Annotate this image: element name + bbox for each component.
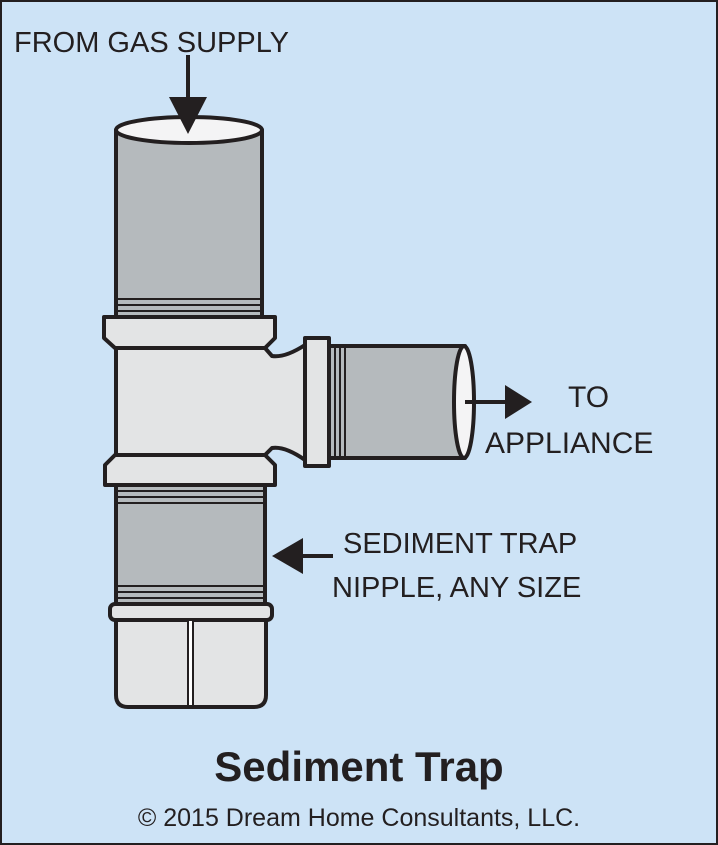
label-sediment-trap: SEDIMENT TRAP [343, 528, 577, 560]
arrow-right-icon [465, 385, 532, 419]
label-to: TO [568, 381, 609, 414]
copyright: © 2015 Dream Home Consultants, LLC. [138, 804, 580, 832]
end-cap [108, 602, 274, 709]
appliance-pipe [327, 344, 476, 460]
upper-collar [102, 315, 277, 350]
label-nipple-any-size: NIPPLE, ANY SIZE [332, 572, 581, 604]
label-appliance: APPLIANCE [485, 427, 653, 460]
diagram-title: Sediment Trap [214, 743, 503, 790]
lower-collar [103, 453, 277, 487]
sediment-trap-nipple [114, 483, 267, 607]
arrow-down-icon [169, 55, 207, 134]
label-from-gas-supply: FROM GAS SUPPLY [14, 27, 289, 59]
arrow-left-icon [272, 538, 333, 574]
tee-fitting [102, 315, 331, 487]
supply-pipe [114, 115, 264, 322]
